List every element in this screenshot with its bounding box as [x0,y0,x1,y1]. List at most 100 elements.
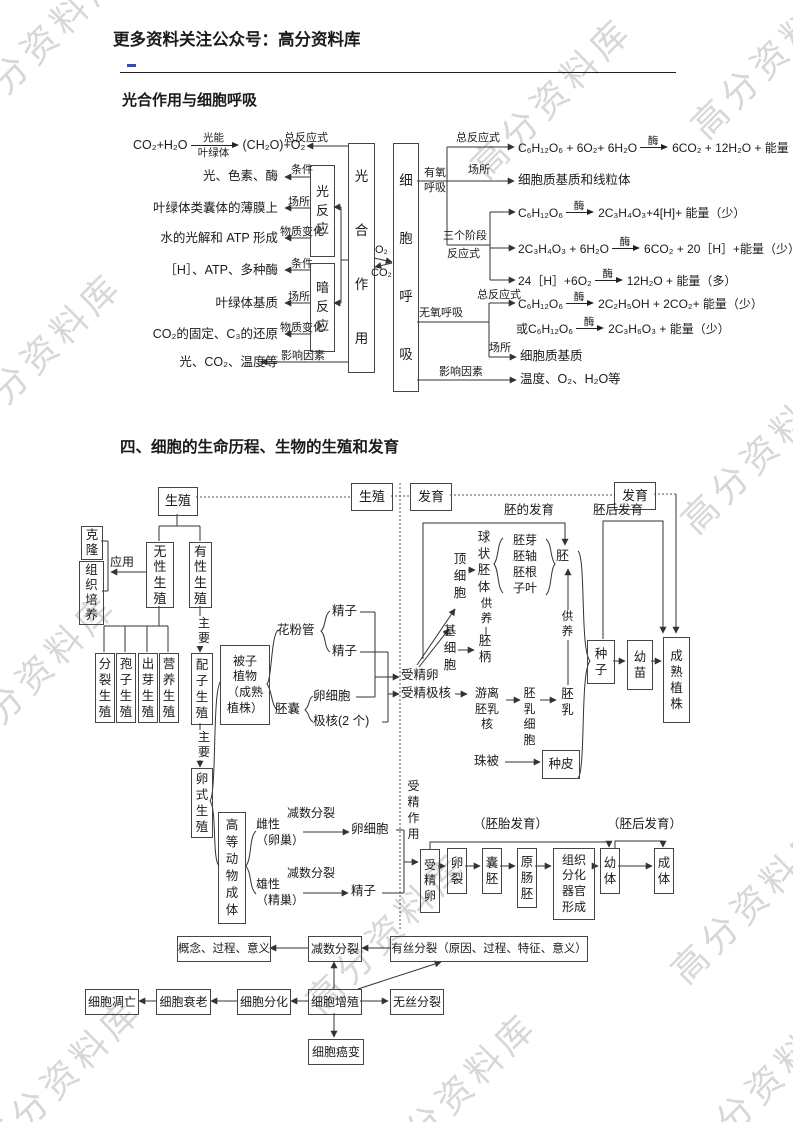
box-photosynthesis: 光 合 作 用 [348,143,375,373]
label-mainly-1: 主 要 [196,616,212,646]
reaction-arrow: 酶 [566,200,595,215]
watermark: 高分资料库 [663,814,793,992]
box-angiosperm-mature-plant: 被子 植物 （成熟 植株） [220,645,270,725]
text-egg-cell-animal: 卵细胞 [351,822,389,836]
label-o2: O₂ [375,244,388,256]
text-fertilized-polar-nucleus: 受精极核 [401,686,452,700]
box-budding-reproduction: 出 芽 生 殖 [138,653,158,723]
text-globular-embryo: 球 状 胚 体 [477,530,491,594]
text-pollen-tube: 花粉管 [277,623,315,637]
box-mitosis: 有丝分裂（原因、过程、特征、意义） [390,936,588,962]
box-cell-differentiation: 细胞分化 [237,989,291,1015]
enzyme-label: 酶 [647,134,659,147]
box-development-right: 发育 [614,482,656,510]
box-adult: 成 体 [654,848,674,894]
text-embryo: 胚 [556,548,570,563]
item-light-change: 水的光解和 ATP 形成 [160,231,278,245]
eq-pre: C₆H₁₂O₆ + 6O₂+ 6H₂O [518,140,638,155]
item-dark-site: 叶绿体基质 [215,296,278,310]
item-light-site: 叶绿体类囊体的薄膜上 [152,201,278,215]
eq-post: 2C₂H₅OH + 2CO₂+ 能量（少） [598,297,763,311]
box-cell-proliferation: 细胞增殖 [308,989,362,1015]
label-total-eq: 总反应式 [284,132,328,144]
eq-post: (CH₂O)+O₂ [242,138,306,152]
eq-post: 6CO₂ + 12H₂O + 能量 [672,141,789,155]
enzyme-label: 酶 [573,290,585,303]
item-dark-change: CO₂的固定、C₃的还原 [152,327,278,341]
eq-pre: 或C₆H₁₂O₆ [516,322,574,336]
eq-post: 12H₂O + 能量（多） [626,274,737,288]
box-clone: 克 隆 [81,526,103,560]
box-cell-aging: 细胞衰老 [156,989,211,1015]
label-post-embryo-development: 胚后发育 [593,503,644,517]
box-reproduction-mid: 生殖 [351,483,393,511]
eq-post: 6CO₂ + 20［H］+能量（少） [644,242,793,256]
label-anaerobic: 无氧呼吸 [419,307,463,319]
text-female-ovary: 雌性 （卵巢） [256,817,305,847]
box-seedling: 幼 苗 [627,640,653,690]
label-meiosis-2: 减数分裂 [287,866,336,880]
text-embryo-parts: 胚芽 胚轴 胚根 子叶 [512,533,537,596]
label-condition: 条件 [291,258,313,270]
watermark: 高分资料库 [368,1004,546,1122]
section1-title: 光合作用与细胞呼吸 [122,92,258,109]
box-seed: 种 子 [587,640,615,684]
box-reproduction-left: 生殖 [158,487,198,516]
blue-dash [127,64,136,67]
text-male-testis: 雄性 （精巢） [256,877,305,907]
item-dark-condition: ［H］、ATP、多种酶 [164,263,278,277]
item-light-condition: 光、色素、酶 [202,169,278,183]
box-amitosis: 无丝分裂 [390,989,444,1015]
eq-pre: 2C₃H₄O₃ + 6H₂O [518,241,610,256]
label-condition: 条件 [291,164,313,176]
box-tissue-culture: 组 织 培 养 [79,561,104,625]
box-vegetative-reproduction: 营 养 生 殖 [159,653,179,723]
eq-pre: 24［H］+6O₂ [518,274,592,288]
box-tissue-organ-formation: 组织 分化 器官 形成 [553,848,595,920]
label-factor: 影响因素 [439,366,483,378]
text-sperm-animal: 精子 [351,884,377,898]
text-integument: 珠被 [474,754,500,768]
text-suspensor: 胚 柄 [478,634,492,665]
label-aerobic: 有氧 呼吸 [424,167,446,194]
arrow-over-label: 光能 [203,132,225,144]
header-rule [120,72,676,73]
label-postembryonic-development: （胚后发育） [607,817,683,831]
text-endosperm-cells: 胚 乳 细 胞 [523,686,536,747]
label-total-eq: 总反应式 [456,132,500,144]
text-embryo-sac: 胚囊 [275,702,301,716]
label-application: 应用 [110,555,135,569]
watermark: 高分资料库 [0,0,131,132]
reaction-arrow: 酶 [594,268,623,283]
box-light-reaction: 光 反 应 [310,165,335,257]
watermark: 高分资料库 [678,994,793,1122]
eq-aerobic-total: C₆H₁₂O₆ + 6O₂+ 6H₂O 酶 6CO₂ + 12H₂O + 能量 [518,135,789,156]
text-polar-nuclei: 极核(2 个) [313,714,370,728]
text-basal-cell: 基 细 胞 [443,624,457,672]
text-egg-cell-plant: 卵细胞 [313,689,351,703]
eq-post: 2C₃H₄O₃+4[H]+ 能量（少） [598,206,746,220]
text-endosperm: 胚 乳 [561,687,574,718]
text-sperm-1: 精子 [332,604,358,618]
reaction-arrow: 酶 [640,135,669,150]
text-free-endosperm-nuclei: 游离 胚乳 核 [474,686,499,732]
box-sexual-reproduction: 有 性 生 殖 [189,542,212,608]
text-resp-factors: 温度、O₂、H₂O等 [520,372,621,386]
box-meiosis: 减数分裂 [308,936,362,962]
box-spore-reproduction: 孢 子 生 殖 [116,653,136,723]
label-change: 物质变化 [280,322,324,334]
box-oogamy: 卵 式 生 殖 [191,768,213,838]
box-fission-reproduction: 分 裂 生 殖 [95,653,115,723]
box-concept-process-meaning: 概念、过程、意义 [177,936,271,962]
label-mainly-2: 主 要 [196,730,212,760]
box-dark-reaction: 暗 反 应 [310,263,335,352]
label-embryonic-development: （胚胎发育） [473,817,549,831]
label-stage-eq: 反应式 [447,248,480,260]
eq-pre: C₆H₁₂O₆ [518,205,564,220]
